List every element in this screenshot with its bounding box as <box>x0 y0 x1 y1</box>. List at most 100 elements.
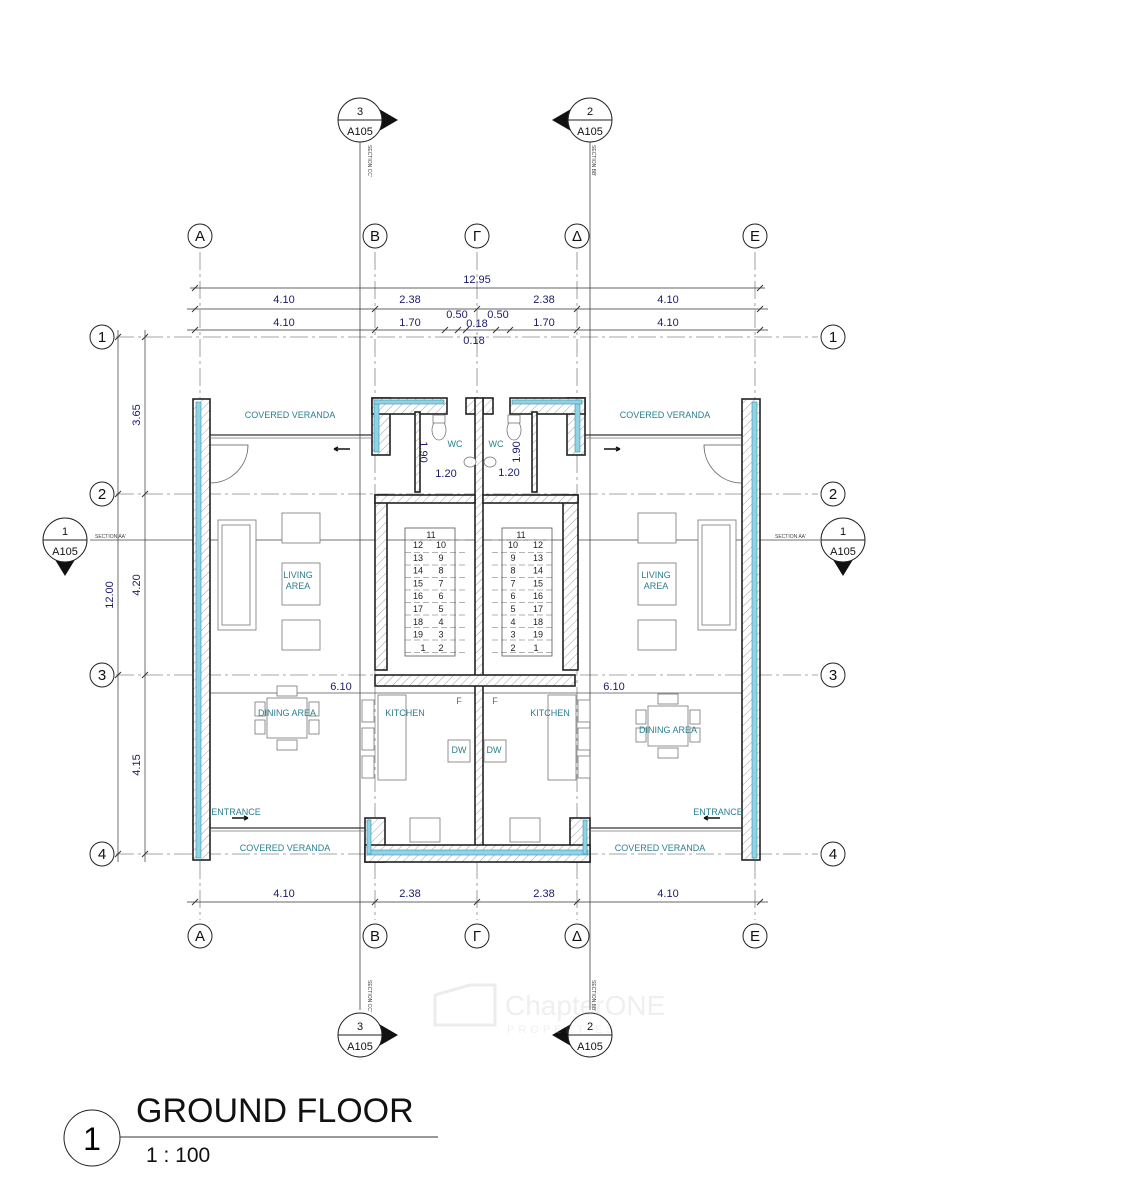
dining-chair <box>254 701 266 717</box>
dimension-text: 1.70 <box>399 317 420 329</box>
grid-bubble <box>820 481 846 507</box>
stair-step-number: 17 <box>533 604 543 614</box>
room-label-living: AREA <box>644 581 669 591</box>
section-direction-arrow-icon <box>821 540 865 576</box>
stair-step-number: 8 <box>510 566 515 576</box>
section-number: 3 <box>357 106 363 118</box>
dining-chair <box>635 727 647 743</box>
direction-arrow <box>703 815 720 821</box>
room-label-living: LIVING <box>641 570 671 580</box>
cooktop <box>409 817 441 843</box>
room-label-living: AREA <box>286 581 311 591</box>
stair-step-number: 4 <box>510 617 515 627</box>
grid-bubble <box>820 324 846 350</box>
door-swing <box>703 444 743 484</box>
section-sheet: A105 <box>577 1041 603 1053</box>
stair-step-number: 2 <box>438 643 443 653</box>
room-label-wc: WC <box>489 439 504 449</box>
dimension-text: 4.10 <box>273 294 294 306</box>
stair-step-number: 12 <box>413 540 423 550</box>
dining-table <box>266 697 308 739</box>
wc-dimension: 1.20 <box>435 468 456 480</box>
coffee-table <box>637 562 677 606</box>
room-label-covered-veranda: COVERED VERANDA <box>245 410 336 420</box>
grid-bubble <box>742 223 768 249</box>
stair-step-number: 16 <box>533 591 543 601</box>
grid-bubble <box>464 223 490 249</box>
section-direction-arrow-icon <box>43 540 87 576</box>
dimension-overall: 12.95 <box>463 274 491 286</box>
room-label-dining-area: DINING AREA <box>258 708 316 718</box>
stair-step-number: 17 <box>413 604 423 614</box>
grid-bubble <box>362 223 388 249</box>
sofa-seat <box>221 524 251 626</box>
dimension-total: 12.00 <box>104 581 116 609</box>
dimension-tick <box>441 326 449 334</box>
grid-bubble <box>89 841 115 867</box>
grid-label-row: 1 <box>98 329 106 346</box>
dimension-text: 1.70 <box>533 317 554 329</box>
room-label-living: LIVING <box>283 570 313 580</box>
bar-stool <box>577 727 591 751</box>
grid-bubble <box>820 841 846 867</box>
section-sheet: A105 <box>347 1041 373 1053</box>
grid-label-col: Β <box>370 228 380 245</box>
dining-chair <box>254 719 266 735</box>
stair-step-number: 1 <box>420 643 425 653</box>
armchair <box>281 619 321 651</box>
grid-bubble <box>89 662 115 688</box>
dimension-text: 4.10 <box>657 888 678 900</box>
dimension-text: 2.38 <box>399 888 420 900</box>
view-number-bubble <box>63 1109 121 1167</box>
wc-partition <box>414 411 421 493</box>
stair-step-number: 4 <box>438 617 443 627</box>
insulation-layer <box>373 399 380 453</box>
dimension-text: 4.15 <box>131 754 143 775</box>
wc-partition <box>531 411 538 493</box>
section-label: SECTION CC' <box>366 980 372 1012</box>
stair-step-number: 10 <box>436 540 446 550</box>
section-direction-arrow-icon <box>360 98 398 142</box>
stair-outline <box>501 527 553 657</box>
insulation-layer <box>195 401 202 859</box>
dimension-tick <box>114 333 122 341</box>
dimension-text: 2.38 <box>533 294 554 306</box>
insulation-layer <box>373 399 445 405</box>
section-label: SECTION AA' <box>775 534 806 540</box>
dimension-text: 0.50 <box>446 309 467 321</box>
grid-bubble <box>742 923 768 949</box>
room-label-covered-veranda: COVERED VERANDA <box>615 843 706 853</box>
wc-dimension: 1.90 <box>511 441 523 462</box>
dining-chair <box>308 719 320 735</box>
grid-label-col: Ε <box>750 928 760 945</box>
dimension-text: 2.38 <box>533 888 554 900</box>
bar-stool <box>361 755 375 779</box>
stair-step-number: 19 <box>413 630 423 640</box>
grid-label-col: Δ <box>572 228 582 245</box>
stair-step-number: 1 <box>533 643 538 653</box>
coffee-table <box>281 562 321 606</box>
section-number: 1 <box>840 526 846 538</box>
sink <box>483 739 507 763</box>
dining-chair <box>276 739 298 751</box>
dining-table <box>647 705 689 747</box>
grid-bubble <box>89 324 115 350</box>
view-scale: 1 : 100 <box>146 1144 210 1167</box>
section-direction-arrow-icon <box>552 98 590 142</box>
view-title: GROUND FLOOR <box>136 1092 414 1130</box>
stair-step-number: 11 <box>516 530 525 540</box>
grid-label-col: Β <box>370 928 380 945</box>
wash-basin <box>483 456 497 468</box>
grid-label-row: 3 <box>829 667 837 684</box>
grid-label-row: 2 <box>98 486 106 503</box>
dimension-tick <box>573 305 581 313</box>
grid-bubble <box>564 223 590 249</box>
grid-label-col: Ε <box>750 228 760 245</box>
stair-step-number: 14 <box>533 566 543 576</box>
sink <box>447 739 471 763</box>
dimension-tick <box>114 671 122 679</box>
dimension-tick <box>114 490 122 498</box>
insulation-layer <box>751 401 758 859</box>
watermark-logo-icon <box>433 983 497 1027</box>
walls <box>192 397 761 863</box>
